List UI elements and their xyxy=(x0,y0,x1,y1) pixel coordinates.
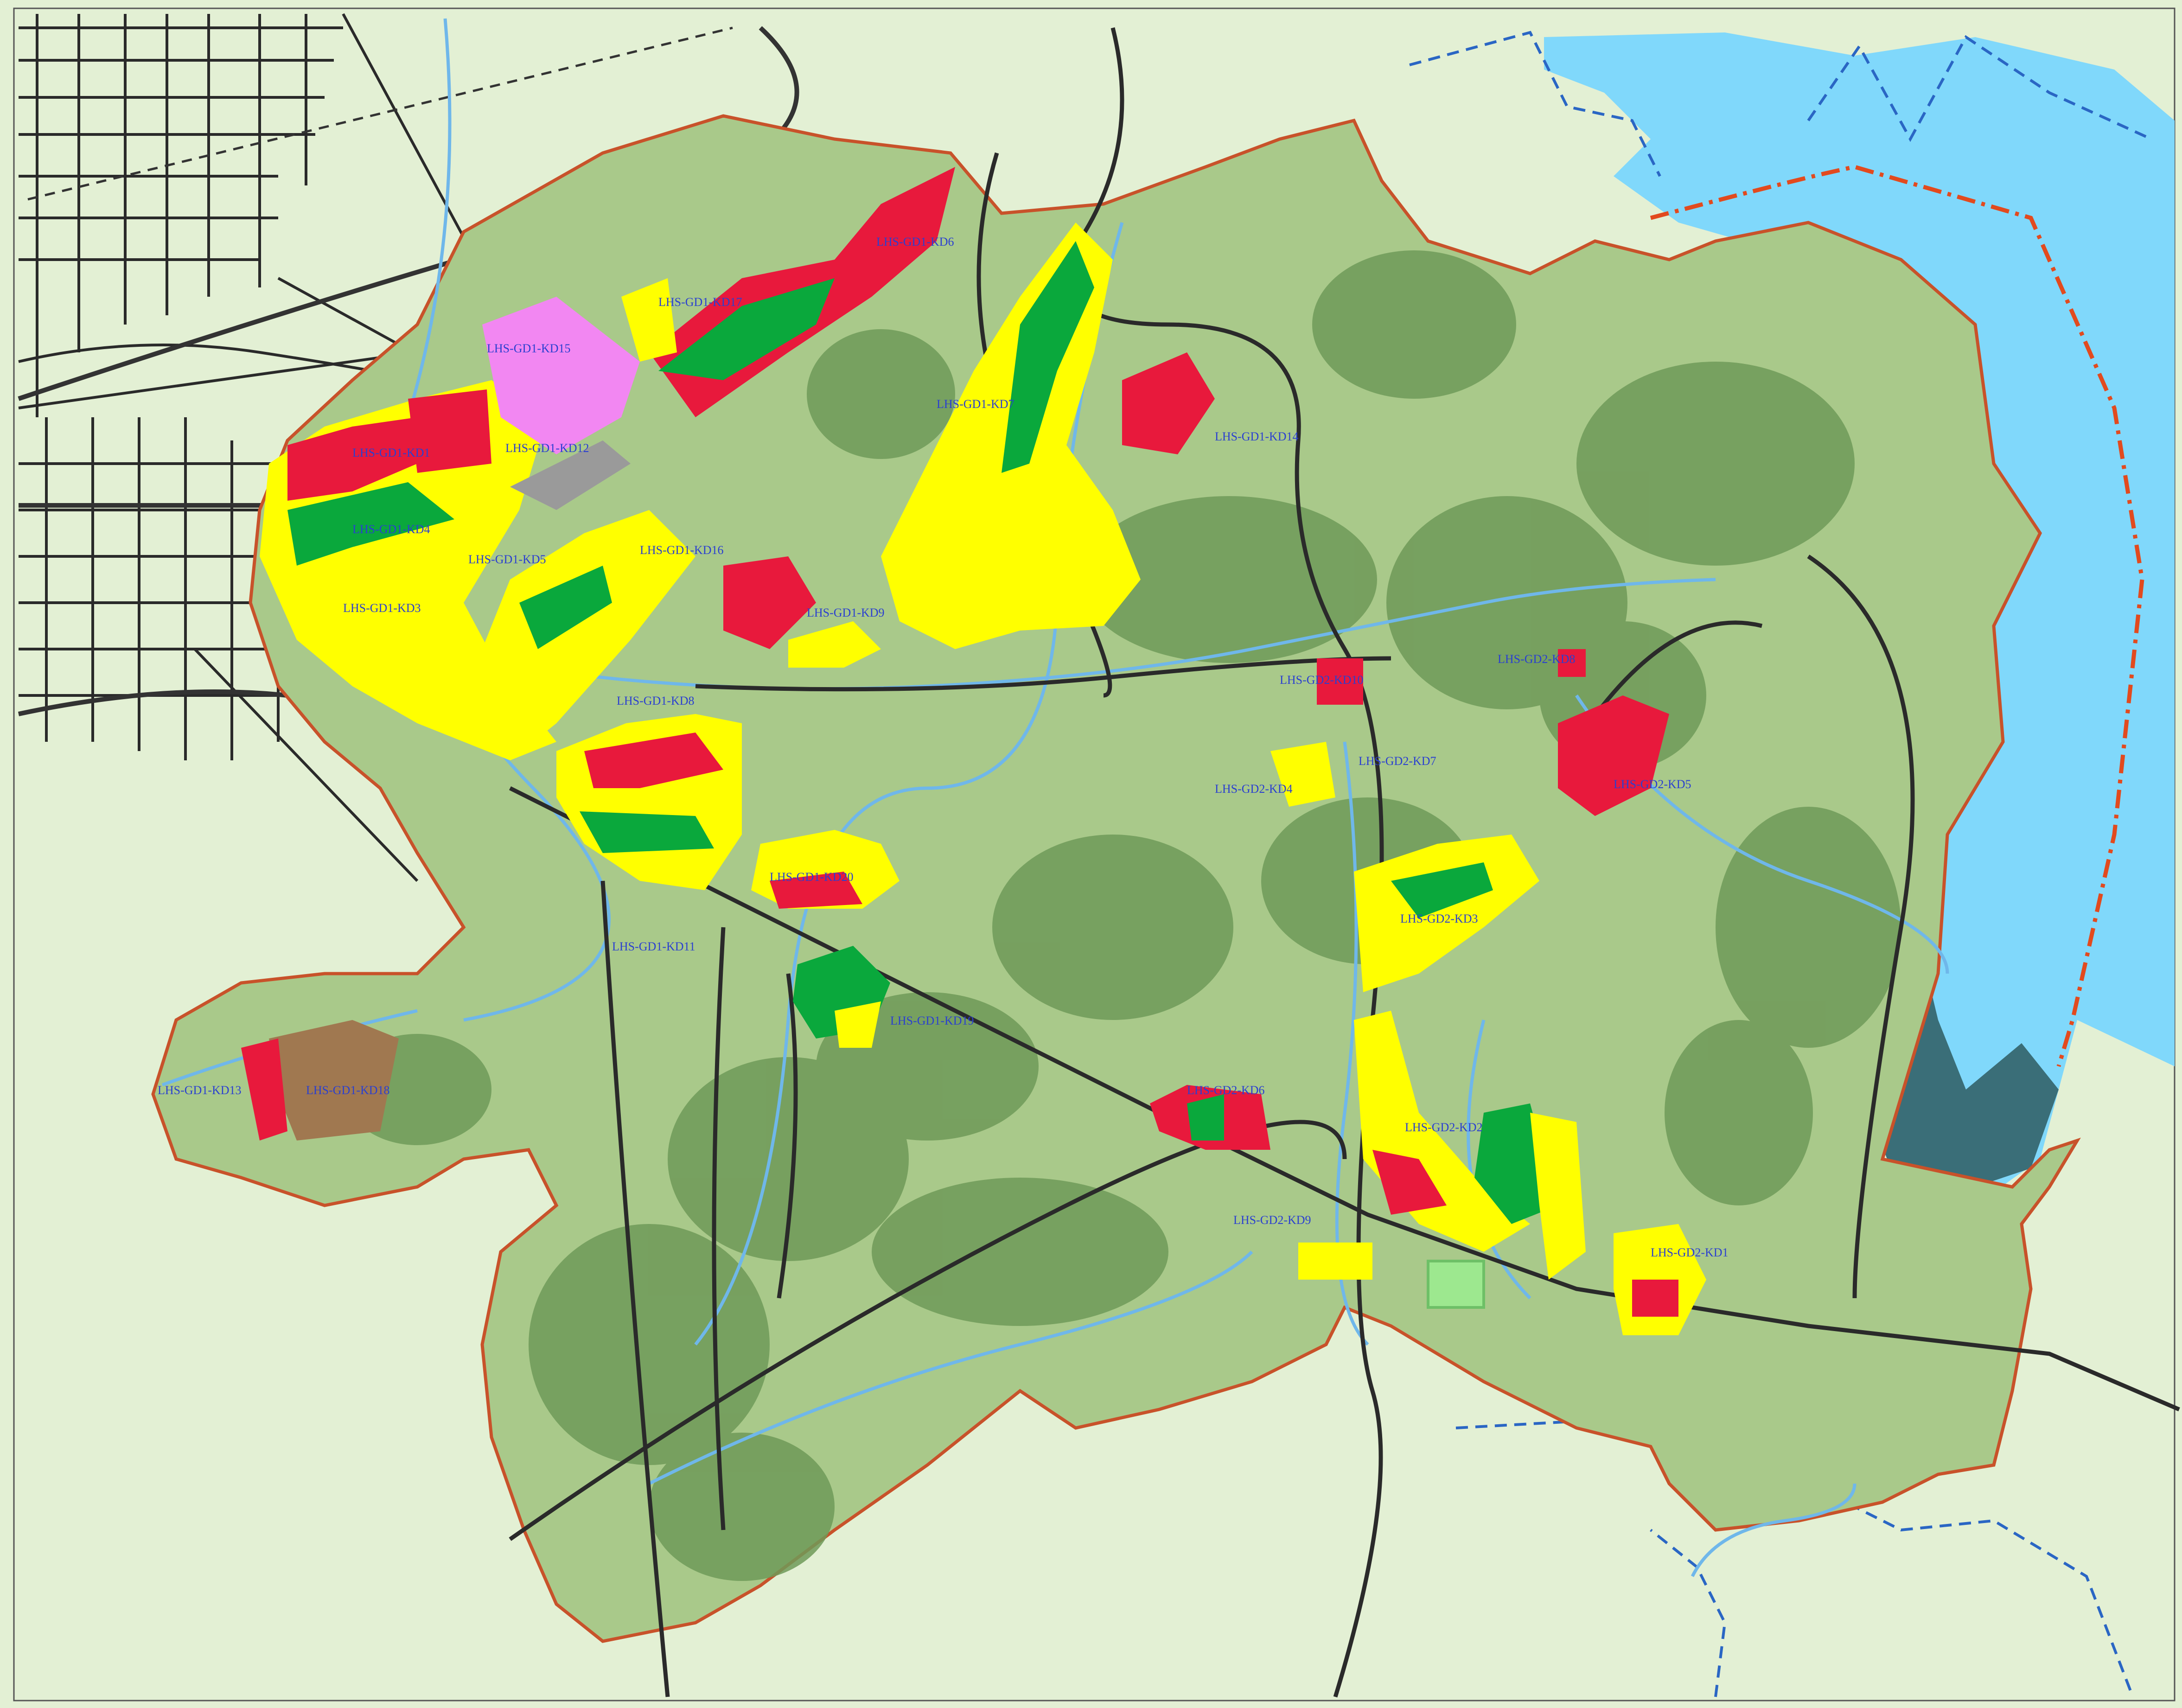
zone-label-gd2-kd5: LHS-GD2-KD5 xyxy=(1614,778,1691,791)
urban-street-grid xyxy=(18,13,502,882)
zone-gd2-kd1-red xyxy=(1632,1280,1678,1317)
zone-gd2-kd10-red xyxy=(1317,658,1363,705)
zone-label-kd3: LHS-GD1-KD3 xyxy=(343,601,421,615)
zone-label-gd2-kd1: LHS-GD2-KD1 xyxy=(1651,1246,1729,1259)
zone-kd12-gray xyxy=(510,440,631,510)
zone-gd2-kd2-red xyxy=(1372,1150,1447,1215)
zone-kd15-pink xyxy=(482,297,640,454)
zone-label-gd2-kd9: LHS-GD2-KD9 xyxy=(1233,1213,1311,1227)
zone-kd1-commercial-2 xyxy=(408,389,491,473)
zone-kd20-red xyxy=(770,872,862,909)
zone-label-gd2-kd7: LHS-GD2-KD7 xyxy=(1359,754,1436,768)
zone-kd7-green xyxy=(1002,241,1094,473)
zone-gd2-kd8-red xyxy=(1558,649,1586,677)
zone-label-kd1-top: LHS-GD1-KD1 xyxy=(352,446,430,459)
zone-kd4-green xyxy=(519,566,612,649)
zone-label-kd18: LHS-GD1-KD18 xyxy=(306,1083,390,1097)
zone-label-kd11: LHS-GD1-KD11 xyxy=(612,940,695,953)
zone-label-kd6: LHS-GD1-KD6 xyxy=(876,235,954,249)
zone-label-gd2-kd8: LHS-GD2-KD8 xyxy=(1498,652,1576,666)
zone-label-kd8: LHS-GD1-KD8 xyxy=(617,694,695,707)
zone-kd14-red xyxy=(1122,352,1215,454)
zone-kd13-red xyxy=(241,1039,287,1141)
zone-label-kd19: LHS-GD1-KD19 xyxy=(890,1014,974,1027)
zone-label-kd13: LHS-GD1-KD13 xyxy=(158,1083,242,1097)
zone-label-kd14: LHS-GD1-KD14 xyxy=(1215,430,1299,443)
zone-kd1-green xyxy=(287,482,454,566)
zone-kd9-yellow xyxy=(788,621,881,668)
zone-label-gd2-kd2: LHS-GD2-KD2 xyxy=(1405,1121,1483,1134)
zone-kd8-commercial xyxy=(584,733,723,788)
zone-kd19-yellow xyxy=(835,1001,881,1048)
zone-gd2-kd5 xyxy=(1558,695,1669,816)
zone-label-kd16: LHS-GD1-KD16 xyxy=(640,543,724,557)
zone-gd2-kd7-yellow xyxy=(1270,742,1335,807)
zone-kd4-residential xyxy=(464,510,695,760)
park-square xyxy=(1427,1260,1485,1309)
zone-label-kd20: LHS-GD1-KD20 xyxy=(770,870,854,884)
zone-label-gd2-kd4: LHS-GD2-KD4 xyxy=(1215,782,1293,796)
zone-gd2-kd4-green xyxy=(1391,862,1493,918)
zone-label-gd2-kd6: LHS-GD2-KD6 xyxy=(1187,1083,1265,1097)
zone-label-kd7: LHS-GD1-KD7 xyxy=(937,397,1014,411)
zone-gd2-kd9 xyxy=(1298,1243,1372,1280)
development-zones xyxy=(241,167,1706,1335)
zone-gd2-kd3-yellow xyxy=(1530,1113,1586,1280)
zone-kd8-green xyxy=(580,811,714,853)
province-border xyxy=(1650,165,2144,1067)
zone-gd2-kd4 xyxy=(1354,835,1539,992)
zone-kd17-green xyxy=(658,278,835,380)
zone-gd2-kd6-green xyxy=(1187,1094,1224,1141)
zone-kd1-commercial xyxy=(287,417,417,501)
zone-label-kd12: LHS-GD1-KD12 xyxy=(505,441,589,455)
zone-kd18-brown xyxy=(269,1020,399,1141)
zone-labels: LHS-GD1-KD1LHS-GD1-KD3LHS-GD1-KD4LHS-GD1… xyxy=(158,235,1729,1259)
zone-label-kd9: LHS-GD1-KD9 xyxy=(807,606,885,619)
zone-kd9-red xyxy=(723,556,816,649)
zone-label-gd2-kd10: LHS-GD2-KD10 xyxy=(1280,673,1364,687)
zone-label-kd4: LHS-GD1-KD4 xyxy=(352,523,430,536)
zone-label-kd17: LHS-GD1-KD17 xyxy=(658,295,742,309)
reservoir-lake xyxy=(1544,32,2175,1205)
zone-label-kd15: LHS-GD1-KD15 xyxy=(487,342,571,355)
zone-label-gd2-kd3: LHS-GD2-KD3 xyxy=(1400,912,1478,925)
zone-kd11-yellow xyxy=(621,278,677,362)
zone-label-kd5-gd1: LHS-GD1-KD5 xyxy=(468,553,546,566)
